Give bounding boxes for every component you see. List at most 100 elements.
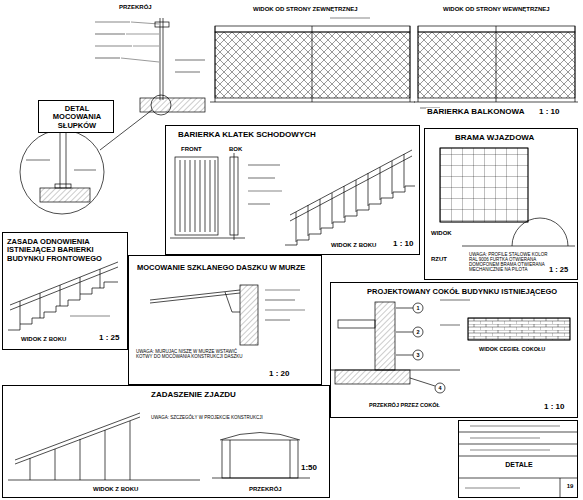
balcony-barrier: [131, 22, 159, 24]
title-block: [458, 432, 578, 433]
view-label: PRZEKRÓJ PRZEZ COKÓŁ: [368, 402, 441, 408]
view-label: WIDOK: [430, 230, 453, 237]
panel-title: DETALE: [489, 461, 549, 469]
glass-canopy-mount: [240, 285, 258, 345]
balcony-barrier: [126, 34, 159, 35]
post-detail-circle: [55, 184, 71, 188]
balcony-barrier: [575, 26, 576, 102]
post-detail-circle: [26, 159, 50, 160]
balcony-barrier: [418, 26, 419, 102]
balcony-barrier: [330, 17, 370, 18]
callout-number: 3: [413, 352, 423, 358]
plinth-detail: [435, 383, 445, 393]
balcony-barrier: [121, 58, 159, 62]
balcony-barrier: [215, 26, 410, 32]
balcony-barrier: [215, 32, 410, 98]
panel-title: 19: [563, 483, 577, 490]
post-detail-circle: [74, 169, 96, 170]
view-label: 1 : 10: [543, 403, 565, 412]
balcony-barrier: [163, 18, 164, 100]
driveway-roof: [30, 421, 130, 480]
balcony-barrier: [312, 26, 313, 102]
post-detail-circle: [40, 188, 90, 202]
panel: BARIERKA KLATEK SCHODOWYCH: [165, 125, 420, 255]
balcony-barrier: [410, 26, 411, 102]
plinth-detail: [413, 350, 423, 360]
panel-title: ZADASZENIE ZJAZDU: [151, 391, 311, 400]
view-label: BARIERKA BALKONOWA: [426, 108, 525, 117]
glass-canopy-mount: [265, 319, 290, 320]
glass-canopy-mount: [225, 292, 240, 312]
post-detail-circle: [20, 130, 104, 214]
title-block: [458, 456, 578, 457]
view-label: 1 : 20: [268, 370, 290, 379]
driveway-roof: [212, 478, 310, 479]
post-detail-circle: [26, 160, 96, 170]
detail-box: DETAL MOCOWANIA SŁUPKÓW: [38, 100, 114, 133]
stair-barrier: [170, 150, 415, 245]
stair-barrier: [285, 186, 415, 245]
driveway-roof: [8, 413, 310, 480]
railing-renewal: [70, 315, 110, 316]
driveway-roof: [15, 413, 140, 460]
balcony-barrier: [418, 32, 575, 98]
plinth-detail: [413, 303, 423, 313]
title-block: [470, 437, 540, 438]
callout-number: 4: [435, 385, 445, 391]
plinth-detail: [396, 355, 413, 356]
balcony-barrier: [155, 22, 169, 27]
stair-barrier: [248, 164, 280, 165]
panel-title: BRAMA WJAZDOWA: [455, 134, 575, 143]
title-block: [560, 478, 561, 498]
driveway-roof: [230, 440, 231, 478]
entrance-gate: [512, 218, 568, 246]
balcony-barrier: [210, 102, 415, 103]
balcony-barrier: [95, 22, 205, 72]
balcony-barrier: [140, 98, 205, 112]
title-block: [458, 444, 578, 445]
view-label: BOK: [228, 146, 243, 153]
glass-canopy-mount: [265, 309, 305, 310]
entrance-gate: [440, 148, 528, 222]
callout-number: 2: [413, 329, 423, 335]
entrance-gate: [440, 148, 575, 246]
plinth-detail: [338, 320, 375, 328]
view-label: WIDOK OD STRONY ZEWNĘTRZNEJ: [252, 6, 359, 13]
view-label: WIDOK OD STRONY WEWNĘTRZNEJ: [442, 6, 551, 13]
plinth-detail: [375, 302, 395, 370]
balcony-barrier: [95, 45, 132, 46]
view-label: 1 : 10: [538, 108, 560, 117]
plinth-detail: [440, 324, 460, 325]
stair-barrier: [248, 190, 282, 191]
balcony-barrier: [95, 33, 125, 34]
railing-renewal: [8, 262, 118, 330]
view-label: PRZEKRÓJ: [248, 486, 283, 493]
glass-canopy-mount: [150, 285, 305, 345]
plinth-detail: [396, 332, 413, 333]
panel-title: DETAL MOCOWANIA SŁUPKÓW: [42, 105, 112, 130]
stair-barrier: [248, 165, 282, 204]
driveway-roof: [222, 440, 298, 478]
view-label: FRONT: [180, 146, 203, 153]
balcony-barrier: [496, 26, 497, 102]
view-label: 1 : 10: [392, 240, 414, 249]
plinth-detail: [335, 370, 410, 384]
panel: ZASADA ODNOWIENIA ISTNIEJĄCEJ BARIERKI B…: [2, 232, 128, 350]
title-block: [465, 426, 560, 488]
driveway-roof: [8, 480, 200, 481]
title-block: [470, 449, 550, 450]
plinth-detail: [330, 300, 570, 393]
balcony-barrier: [95, 21, 130, 22]
plinth-detail: [440, 299, 470, 300]
balcony-barrier: [95, 18, 578, 150]
railing-renewal: [10, 262, 118, 305]
note: UWAGA: MURUJĄC NISZĘ W MURZE WSTAWIĆ KOT…: [135, 350, 247, 360]
view-label: PRZEKRÓJ: [118, 4, 153, 11]
driveway-roof: [15, 417, 140, 464]
plinth-detail: [468, 318, 570, 340]
stair-barrier: [248, 203, 270, 204]
panel-title: BARIERKA KLATEK SCHODOWYCH: [178, 131, 414, 140]
balcony-barrier: [133, 46, 159, 47]
balcony-barrier: [160, 18, 161, 100]
